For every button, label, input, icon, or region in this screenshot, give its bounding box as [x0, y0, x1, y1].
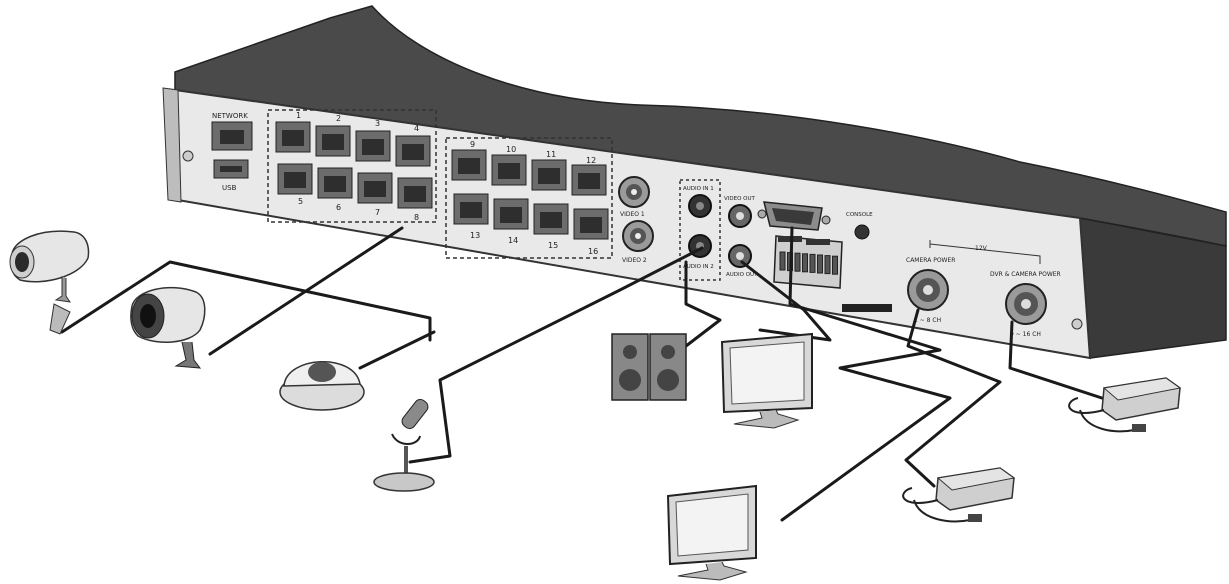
camera-input-port[interactable] — [573, 208, 609, 240]
camera-inputs-9-16-group — [445, 137, 613, 259]
terminal-pin[interactable] — [832, 255, 838, 275]
dvr-power-ch-label: 9 ~ 16 CH — [1010, 331, 1041, 338]
microphone — [373, 399, 435, 492]
port-label: 14 — [508, 236, 518, 245]
console-label: CONSOLE — [846, 212, 873, 218]
cable-microphone — [408, 246, 704, 464]
monitor-2 — [666, 484, 757, 581]
port-label: 8 — [414, 213, 419, 222]
port-label: 2 — [336, 114, 341, 123]
camera-input-port[interactable] — [533, 203, 569, 235]
camera-power-connector[interactable] — [907, 269, 949, 311]
audio-in1-label: AUDIO IN 1 — [683, 186, 714, 192]
camera-input-port[interactable] — [451, 149, 487, 181]
audio-in-1-jack[interactable] — [688, 194, 712, 218]
port-label: 11 — [546, 150, 556, 159]
camera-ports-1-8 — [275, 121, 433, 209]
camera-inputs-1-8-group — [267, 109, 437, 223]
cable-speaker — [684, 260, 722, 348]
terminal-pin[interactable] — [802, 253, 808, 273]
network-label: NETWORK — [212, 112, 248, 120]
camera-input-port[interactable] — [453, 193, 489, 225]
port-label: 1 — [296, 111, 301, 120]
camera-input-port[interactable] — [491, 154, 527, 186]
cable-camera-2 — [208, 226, 404, 356]
screw-icon — [1071, 318, 1083, 330]
vga-port[interactable] — [757, 201, 831, 231]
camera-input-port[interactable] — [277, 163, 313, 195]
dome-camera — [279, 361, 365, 411]
port-label: 13 — [470, 231, 480, 240]
power-bracket-line — [929, 240, 1041, 264]
power-adapter-1 — [902, 467, 1016, 523]
port-label: 10 — [506, 145, 516, 154]
terminal-pin[interactable] — [817, 254, 823, 274]
cable-monitor-2 — [780, 226, 952, 522]
dvr-unit: NETWORK USB 1 2 3 4 5 6 7 8 9 10 11 12 1… — [162, 5, 1227, 360]
video-out-bnc-2[interactable] — [622, 220, 654, 252]
dvr-left-bracket — [162, 87, 182, 203]
video-out-bnc-1[interactable] — [618, 176, 650, 208]
usb-port-slot — [220, 166, 242, 172]
camera-input-port[interactable] — [397, 177, 433, 209]
audio-out-label: AUDIO OUT — [726, 272, 758, 278]
video2-label: VIDEO 2 — [622, 257, 647, 264]
cable-dome-camera — [358, 330, 436, 370]
port-label: 9 — [470, 140, 475, 149]
camera-power-ch-label: 1 ~ 8 CH — [914, 317, 941, 324]
bullet-camera-1 — [9, 230, 90, 335]
camera-input-port[interactable] — [493, 198, 529, 230]
port-numbers: 1 2 3 4 5 6 7 8 9 10 11 12 13 14 15 16 — [296, 111, 598, 256]
port-label: 7 — [375, 208, 380, 217]
video-out-rca[interactable] — [728, 204, 752, 228]
video-out-label: VIDEO OUT — [724, 196, 756, 202]
camera-input-port[interactable] — [355, 130, 391, 162]
terminal-label-plate — [842, 304, 892, 312]
camera-power-label: CAMERA POWER — [906, 257, 955, 264]
camera-input-port[interactable] — [317, 167, 353, 199]
port-label: 4 — [414, 124, 419, 133]
power-adapter-2 — [1068, 377, 1182, 433]
port-label: 6 — [336, 203, 341, 212]
network-port-slot — [220, 130, 244, 144]
video1-label: VIDEO 1 — [620, 211, 645, 218]
monitor-1 — [720, 332, 813, 429]
screw-icon — [182, 150, 194, 162]
usb-label: USB — [222, 184, 237, 192]
console-port[interactable] — [854, 224, 870, 240]
terminal-pin[interactable] — [779, 251, 786, 271]
terminal-pin[interactable] — [809, 253, 816, 273]
terminal-pin[interactable] — [794, 252, 801, 272]
port-label: 5 — [298, 197, 303, 206]
cable-camera-1 — [60, 260, 432, 342]
cable-dvr-power — [1008, 320, 1110, 402]
camera-ports-9-16 — [451, 149, 609, 240]
audio-in-group — [679, 179, 721, 281]
terminal-pin[interactable] — [824, 255, 831, 275]
camera-input-port[interactable] — [315, 125, 351, 157]
camera-input-port[interactable] — [531, 159, 567, 191]
camera-input-port[interactable] — [571, 164, 607, 196]
audio-out-rca[interactable] — [728, 244, 752, 268]
camera-input-port[interactable] — [275, 121, 311, 153]
port-label: 12 — [586, 156, 596, 165]
camera-input-port[interactable] — [357, 172, 393, 204]
voltage-label: 12V — [975, 245, 988, 252]
speaker-pair — [611, 333, 687, 401]
camera-input-port[interactable] — [395, 135, 431, 167]
dvr-power-connector[interactable] — [1005, 283, 1047, 325]
port-label: 3 — [375, 119, 380, 128]
port-label: 16 — [588, 247, 598, 256]
port-label: 15 — [548, 241, 558, 250]
bullet-camera-2 — [130, 286, 206, 369]
cables — [60, 226, 1110, 522]
audio-in2-label: AUDIO IN 2 — [683, 264, 714, 270]
cable-camera-power — [904, 308, 1002, 488]
dvr-power-label: DVR & CAMERA POWER — [990, 271, 1061, 278]
